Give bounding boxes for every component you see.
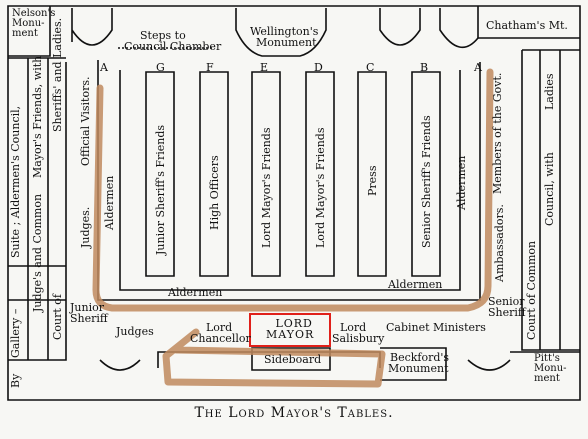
table-label-high-officers: High Officers <box>208 155 221 230</box>
judges-bottom-label: Judges <box>116 325 154 338</box>
alcove <box>235 8 327 57</box>
column-letter: G <box>156 61 165 74</box>
court-of-common-council-label: Court of Common <box>525 240 538 340</box>
table-rect <box>357 71 387 277</box>
nelsons-monument-label: Nelson's Monu- ment <box>12 8 56 39</box>
wellingtons-monument-label: Wellington's Monument <box>250 25 319 49</box>
lord-salisbury-label: Lord Salisbury <box>332 321 385 345</box>
pitts-monument-label: Pitt's Monu- ment <box>534 353 567 384</box>
column-letter: F <box>206 61 214 74</box>
steps-label: Steps to Council Chamber <box>124 29 222 53</box>
junior-sheriff-label: Junior Sheriff <box>70 301 108 325</box>
table-rect <box>251 71 281 277</box>
alcove-bottom <box>467 359 511 371</box>
lord-mayor-label: LORD MAYOR <box>266 317 315 341</box>
table-label-lord-mayors-friends-2: Lord Mayor's Friends <box>314 127 327 249</box>
beckfords-monument-label: Beckford's Monument <box>388 351 450 375</box>
table-rect <box>305 71 335 277</box>
lord-chancellor-label: Lord Chancellor <box>190 321 251 345</box>
left-sheriffs-ladies-label: Sheriffs' and Ladies. <box>51 17 64 132</box>
chathams-monument-label: Chatham's Mt. <box>486 19 568 32</box>
table-rect <box>199 71 229 277</box>
ladies-label: Ladies <box>543 73 556 110</box>
left-suite-label: Suite ; Aldermen's Council, <box>9 105 22 258</box>
council-with-label: Council, with <box>543 152 556 226</box>
table-label-aldermen-right: Aldermen <box>455 155 468 210</box>
cabinet-ministers-label: Cabinet Ministers <box>386 321 486 334</box>
column-letter: A <box>100 61 108 74</box>
table-label-press: Press <box>366 165 379 196</box>
column-letter: D <box>314 61 323 74</box>
left-by-label: By <box>9 373 22 388</box>
judges-vertical-label: Judges. <box>79 206 92 248</box>
highlight-trail <box>162 328 386 388</box>
table-label-lord-mayors-friends-1: Lord Mayor's Friends <box>260 127 273 249</box>
column-letter: E <box>260 61 269 74</box>
table-rect <box>411 71 441 277</box>
alcove <box>379 8 421 46</box>
left-mayors-friends-label: Mayor's Friends, with <box>31 55 44 178</box>
column-letter: B <box>420 61 429 74</box>
left-div <box>8 265 66 301</box>
ambassadors-label: Ambassadors. <box>493 204 506 282</box>
aldermen-bottom-right: Aldermen <box>388 278 443 291</box>
right-div <box>539 50 561 350</box>
aldermen-bottom-left: Aldermen <box>168 286 223 299</box>
table-rect <box>145 71 175 277</box>
beckfords-monument-box <box>380 347 447 381</box>
sideboard-label: Sideboard <box>264 353 322 366</box>
sideboard-box <box>251 347 331 371</box>
column-letter: A <box>474 61 482 74</box>
nelsons-monument-box <box>8 6 51 57</box>
lord-mayor-highlight-box <box>249 313 331 347</box>
table-label-junior-sheriffs-friends: Junior Sheriff's Friends <box>154 124 167 255</box>
highlight-trail <box>92 68 494 312</box>
senior-sheriff-label: Senior Sheriff <box>488 295 526 319</box>
alcove-bottom <box>99 359 141 371</box>
outer-wall <box>7 5 581 401</box>
table-label-senior-sheriffs-friends: Senior Sheriff's Friends <box>420 115 433 248</box>
left-gallery-label: Gallery – <box>9 308 22 358</box>
left-div <box>27 58 49 360</box>
alcove <box>71 8 113 46</box>
column-letter: C <box>366 61 375 74</box>
left-judges-suite-label: Judge's and Common <box>31 193 44 312</box>
official-visitors-label: Official Visitors. <box>79 76 92 166</box>
alcove <box>439 8 479 48</box>
table-label-aldermen-left: Aldermen <box>103 175 116 230</box>
left-court-of-label: Court of <box>51 294 64 340</box>
u-table-inner <box>119 70 461 291</box>
members-of-govt-label: Members of the Govt. <box>491 72 504 194</box>
diagram-caption: The Lord Mayor's Tables. <box>194 405 394 421</box>
